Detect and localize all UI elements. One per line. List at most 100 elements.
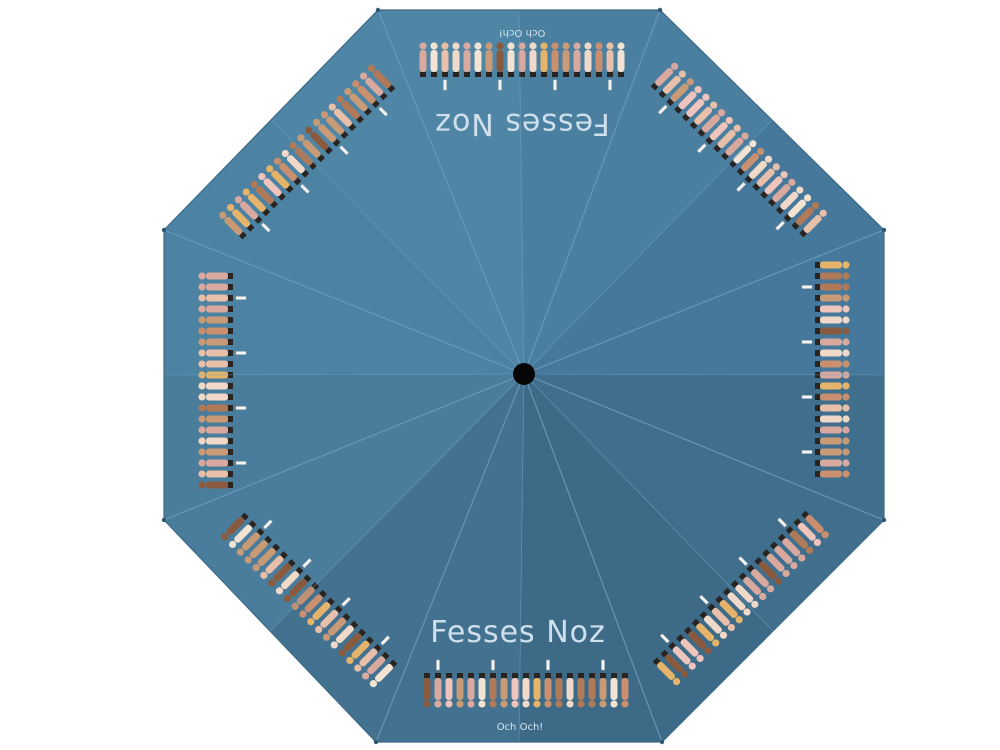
figure-head bbox=[312, 118, 321, 127]
figure-body bbox=[206, 437, 228, 445]
figure-head bbox=[478, 700, 486, 708]
standing-figure-icon bbox=[299, 589, 327, 618]
figure-hat bbox=[683, 626, 692, 635]
figure-head bbox=[842, 448, 850, 456]
figure-body bbox=[696, 623, 715, 642]
figure-head bbox=[361, 672, 370, 680]
figure-head bbox=[299, 610, 307, 618]
figure-hat bbox=[519, 72, 525, 77]
standing-figure-icon bbox=[511, 673, 519, 708]
figure-body bbox=[555, 678, 563, 700]
figure-body bbox=[445, 678, 453, 700]
figure-head bbox=[819, 209, 827, 217]
standing-figure-icon bbox=[268, 558, 296, 587]
figure-sign bbox=[341, 596, 352, 607]
figure-hat bbox=[256, 527, 265, 536]
figure-hat bbox=[228, 361, 233, 367]
figure-hat bbox=[585, 72, 591, 77]
figure-sign bbox=[738, 556, 749, 567]
standing-figure-icon bbox=[562, 42, 570, 77]
figure-sign bbox=[546, 659, 550, 671]
standing-figure-icon bbox=[577, 673, 585, 708]
figure-hat bbox=[658, 90, 667, 99]
figure-body bbox=[206, 272, 228, 280]
standing-figure-icon bbox=[815, 426, 850, 434]
standing-figure-icon bbox=[610, 673, 618, 708]
figure-hat bbox=[301, 169, 310, 178]
figure-body bbox=[333, 108, 352, 127]
figure-hat bbox=[446, 673, 452, 678]
figure-body bbox=[820, 470, 842, 478]
figure-body bbox=[318, 124, 337, 143]
figure-hat bbox=[589, 673, 595, 678]
figure-body bbox=[359, 648, 378, 667]
figure-head bbox=[452, 42, 460, 50]
standing-figure-icon bbox=[815, 415, 850, 423]
figure-sign bbox=[699, 594, 709, 605]
figure-hat bbox=[311, 582, 320, 590]
standing-figure-icon bbox=[815, 316, 850, 324]
figure-hat bbox=[815, 449, 820, 455]
standing-figure-icon bbox=[198, 393, 233, 401]
figure-head bbox=[544, 700, 552, 708]
brand-label-top: Och Och! bbox=[499, 27, 546, 38]
figure-head bbox=[198, 294, 206, 302]
standing-figure-icon bbox=[775, 194, 812, 231]
standing-figure-icon bbox=[250, 180, 279, 209]
figure-hat bbox=[545, 673, 551, 678]
canopy-rib bbox=[523, 373, 885, 521]
figure-sign bbox=[491, 659, 495, 671]
canopy-seam bbox=[523, 119, 773, 375]
rib-tip bbox=[881, 517, 887, 523]
figure-head bbox=[500, 700, 508, 708]
figure-hat bbox=[228, 449, 233, 455]
standing-figure-icon bbox=[573, 42, 581, 77]
figure-head bbox=[688, 662, 696, 670]
figure-head bbox=[842, 393, 850, 401]
figure-head bbox=[496, 42, 504, 50]
standing-figure-icon bbox=[815, 294, 850, 302]
rib-tip bbox=[161, 227, 167, 233]
figure-sign bbox=[801, 395, 813, 399]
standing-figure-icon bbox=[354, 635, 391, 672]
figure-body bbox=[573, 50, 581, 72]
figure-head bbox=[757, 147, 765, 156]
figure-hat bbox=[442, 72, 448, 77]
figure-hat bbox=[556, 673, 562, 678]
standing-figure-icon bbox=[258, 172, 286, 201]
figure-head bbox=[842, 360, 850, 368]
figure-head bbox=[198, 327, 206, 335]
figure-body bbox=[703, 615, 722, 634]
figure-head bbox=[806, 546, 814, 554]
standing-figure-icon bbox=[529, 42, 537, 77]
standing-figure-icon bbox=[606, 42, 614, 91]
figure-head bbox=[842, 382, 850, 390]
figure-body bbox=[780, 191, 799, 210]
standing-figure-icon bbox=[467, 673, 475, 708]
standing-figure-icon bbox=[198, 404, 247, 412]
canopy-rib bbox=[375, 373, 525, 743]
figure-head bbox=[764, 155, 773, 163]
standing-figure-icon bbox=[801, 393, 850, 401]
figure-head bbox=[702, 93, 710, 101]
standing-figure-icon bbox=[328, 103, 357, 132]
standing-figure-icon bbox=[533, 673, 541, 708]
figure-hat bbox=[228, 306, 233, 312]
figure-hat bbox=[356, 115, 365, 124]
figure-sign bbox=[657, 104, 668, 115]
figure-body bbox=[820, 415, 842, 423]
figure-hat bbox=[815, 416, 820, 422]
figure-head bbox=[198, 382, 206, 390]
figure-hat bbox=[815, 361, 820, 367]
standing-figure-icon bbox=[696, 116, 733, 154]
figure-head bbox=[423, 700, 431, 708]
brand-label-bottom: Och Och! bbox=[497, 722, 544, 733]
figure-hat bbox=[799, 229, 808, 238]
standing-figure-icon bbox=[793, 518, 822, 547]
figure-hat bbox=[228, 339, 233, 345]
figure-body bbox=[820, 360, 842, 368]
figure-body bbox=[657, 661, 676, 681]
standing-figure-icon bbox=[676, 634, 704, 663]
figure-head bbox=[842, 426, 850, 434]
canopy-rib bbox=[377, 9, 525, 375]
